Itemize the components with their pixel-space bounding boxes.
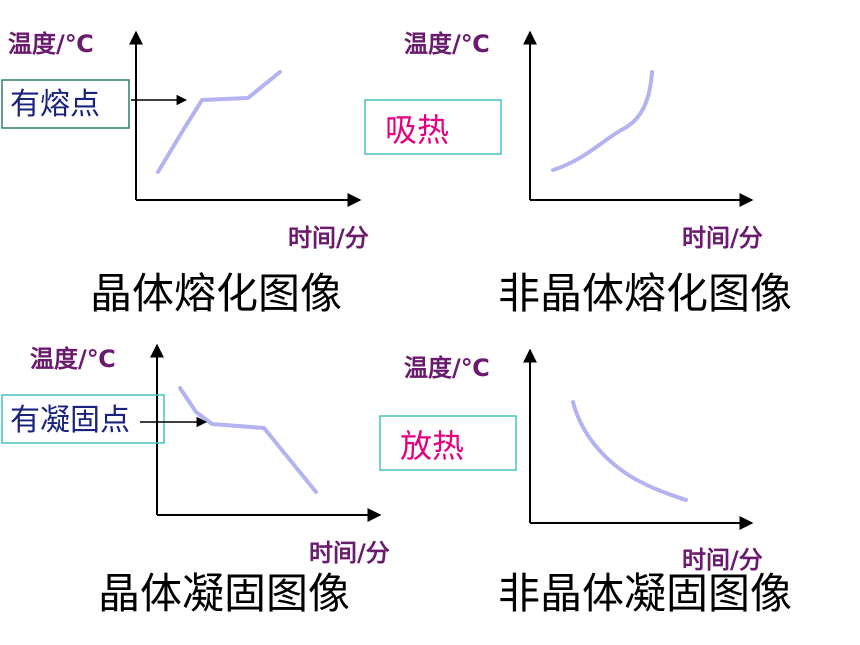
y-axis-label: 温度/℃ bbox=[404, 354, 490, 382]
y-axis-label: 温度/℃ bbox=[404, 30, 490, 58]
heat-release-box bbox=[379, 415, 517, 471]
amorphous-melting-curve bbox=[551, 70, 654, 172]
panel-title: 晶体熔化图像 bbox=[90, 269, 342, 318]
panel-title: 晶体凝固图像 bbox=[98, 569, 350, 618]
panel-amorphous-solidification: 温度/℃ 时间/分 放热 非晶体凝固图像 bbox=[379, 348, 792, 618]
x-axis-label: 时间/分 bbox=[309, 539, 390, 567]
panel-title: 非晶体凝固图像 bbox=[498, 569, 792, 618]
heat-absorb-box bbox=[364, 99, 502, 155]
x-axis-label: 时间/分 bbox=[682, 224, 763, 252]
y-axis-label: 温度/℃ bbox=[30, 345, 116, 373]
freezing-point-box bbox=[1, 394, 165, 444]
panel-amorphous-melting: 温度/℃ 时间/分 吸热 非晶体熔化图像 bbox=[364, 30, 792, 318]
amorphous-solidification-curve bbox=[571, 400, 688, 502]
heat-release-label: 放热 bbox=[400, 427, 464, 465]
panel-crystal-solidification: 温度/℃ 时间/分 有凝固点 晶体凝固图像 bbox=[1, 343, 390, 618]
panel-crystal-melting: 温度/℃ 时间/分 有熔点 晶体熔化图像 bbox=[1, 30, 369, 318]
melting-point-box bbox=[1, 79, 130, 129]
heat-absorb-label: 吸热 bbox=[385, 111, 449, 149]
melting-curve bbox=[156, 70, 282, 174]
x-axis-label: 时间/分 bbox=[682, 546, 763, 574]
x-axis-label: 时间/分 bbox=[288, 224, 369, 252]
solidification-curve bbox=[178, 386, 318, 494]
y-axis-label: 温度/℃ bbox=[8, 30, 94, 58]
melting-point-label: 有熔点 bbox=[10, 87, 100, 122]
freezing-point-label: 有凝固点 bbox=[10, 403, 130, 438]
panel-title: 非晶体熔化图像 bbox=[498, 269, 792, 318]
